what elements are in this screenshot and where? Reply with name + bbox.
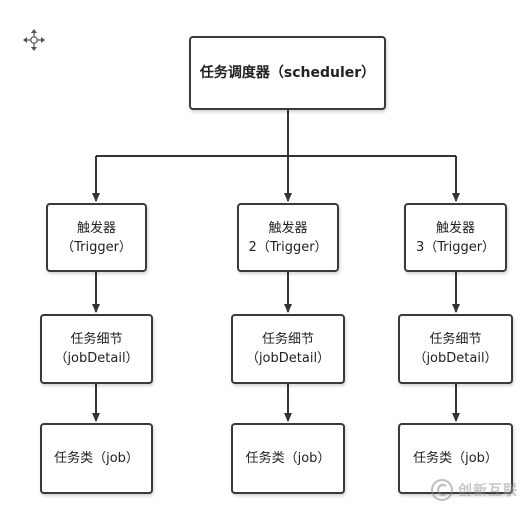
scheduler-node: 任务调度器（scheduler） — [189, 36, 386, 110]
job-node-3-label: 任务类（job） — [413, 451, 498, 466]
job-node-2: 任务类（job） — [231, 423, 345, 494]
trigger-node-1-line2: （Trigger） — [61, 239, 132, 255]
job-node-1-label: 任务类（job） — [54, 451, 139, 466]
job-detail-node-3-line2: （jobDetail） — [413, 351, 498, 366]
trigger-node-1: 触发器 （Trigger） — [46, 203, 147, 272]
job-detail-node-2: 任务细节 （jobDetail） — [231, 314, 345, 384]
job-node-2-label: 任务类（job） — [245, 451, 331, 466]
move-icon[interactable] — [22, 28, 46, 52]
watermark-logo: 创新互联 — [430, 470, 531, 510]
scheduler-node-label: 任务调度器（scheduler） — [199, 64, 376, 81]
trigger-node-2-line1: 触发器 — [268, 220, 308, 236]
job-detail-node-1-line2: （jobDetail） — [54, 351, 139, 366]
job-detail-node-3-line1: 任务细节 — [429, 332, 482, 347]
job-detail-node-2-line1: 任务细节 — [261, 332, 314, 347]
trigger-node-1-line1: 触发器 — [76, 220, 116, 236]
trigger-node-3-line2: 3（Trigger） — [415, 239, 496, 255]
job-detail-node-1-line1: 任务细节 — [70, 332, 123, 347]
job-node-3: 任务类（job） — [398, 423, 513, 494]
job-detail-node-3: 任务细节 （jobDetail） — [398, 314, 513, 384]
job-detail-node-2-line2: （jobDetail） — [245, 351, 331, 366]
trigger-node-2-line2: 2（Trigger） — [248, 239, 328, 255]
watermark-text: 创新互联 — [458, 483, 518, 499]
trigger-node-2: 触发器 2（Trigger） — [237, 203, 339, 272]
trigger-node-3-line1: 触发器 — [435, 220, 475, 236]
job-node-1: 任务类（job） — [40, 423, 153, 494]
watermark-logo-icon — [431, 479, 453, 501]
job-detail-node-1: 任务细节 （jobDetail） — [40, 314, 153, 384]
trigger-node-3: 触发器 3（Trigger） — [404, 203, 507, 272]
